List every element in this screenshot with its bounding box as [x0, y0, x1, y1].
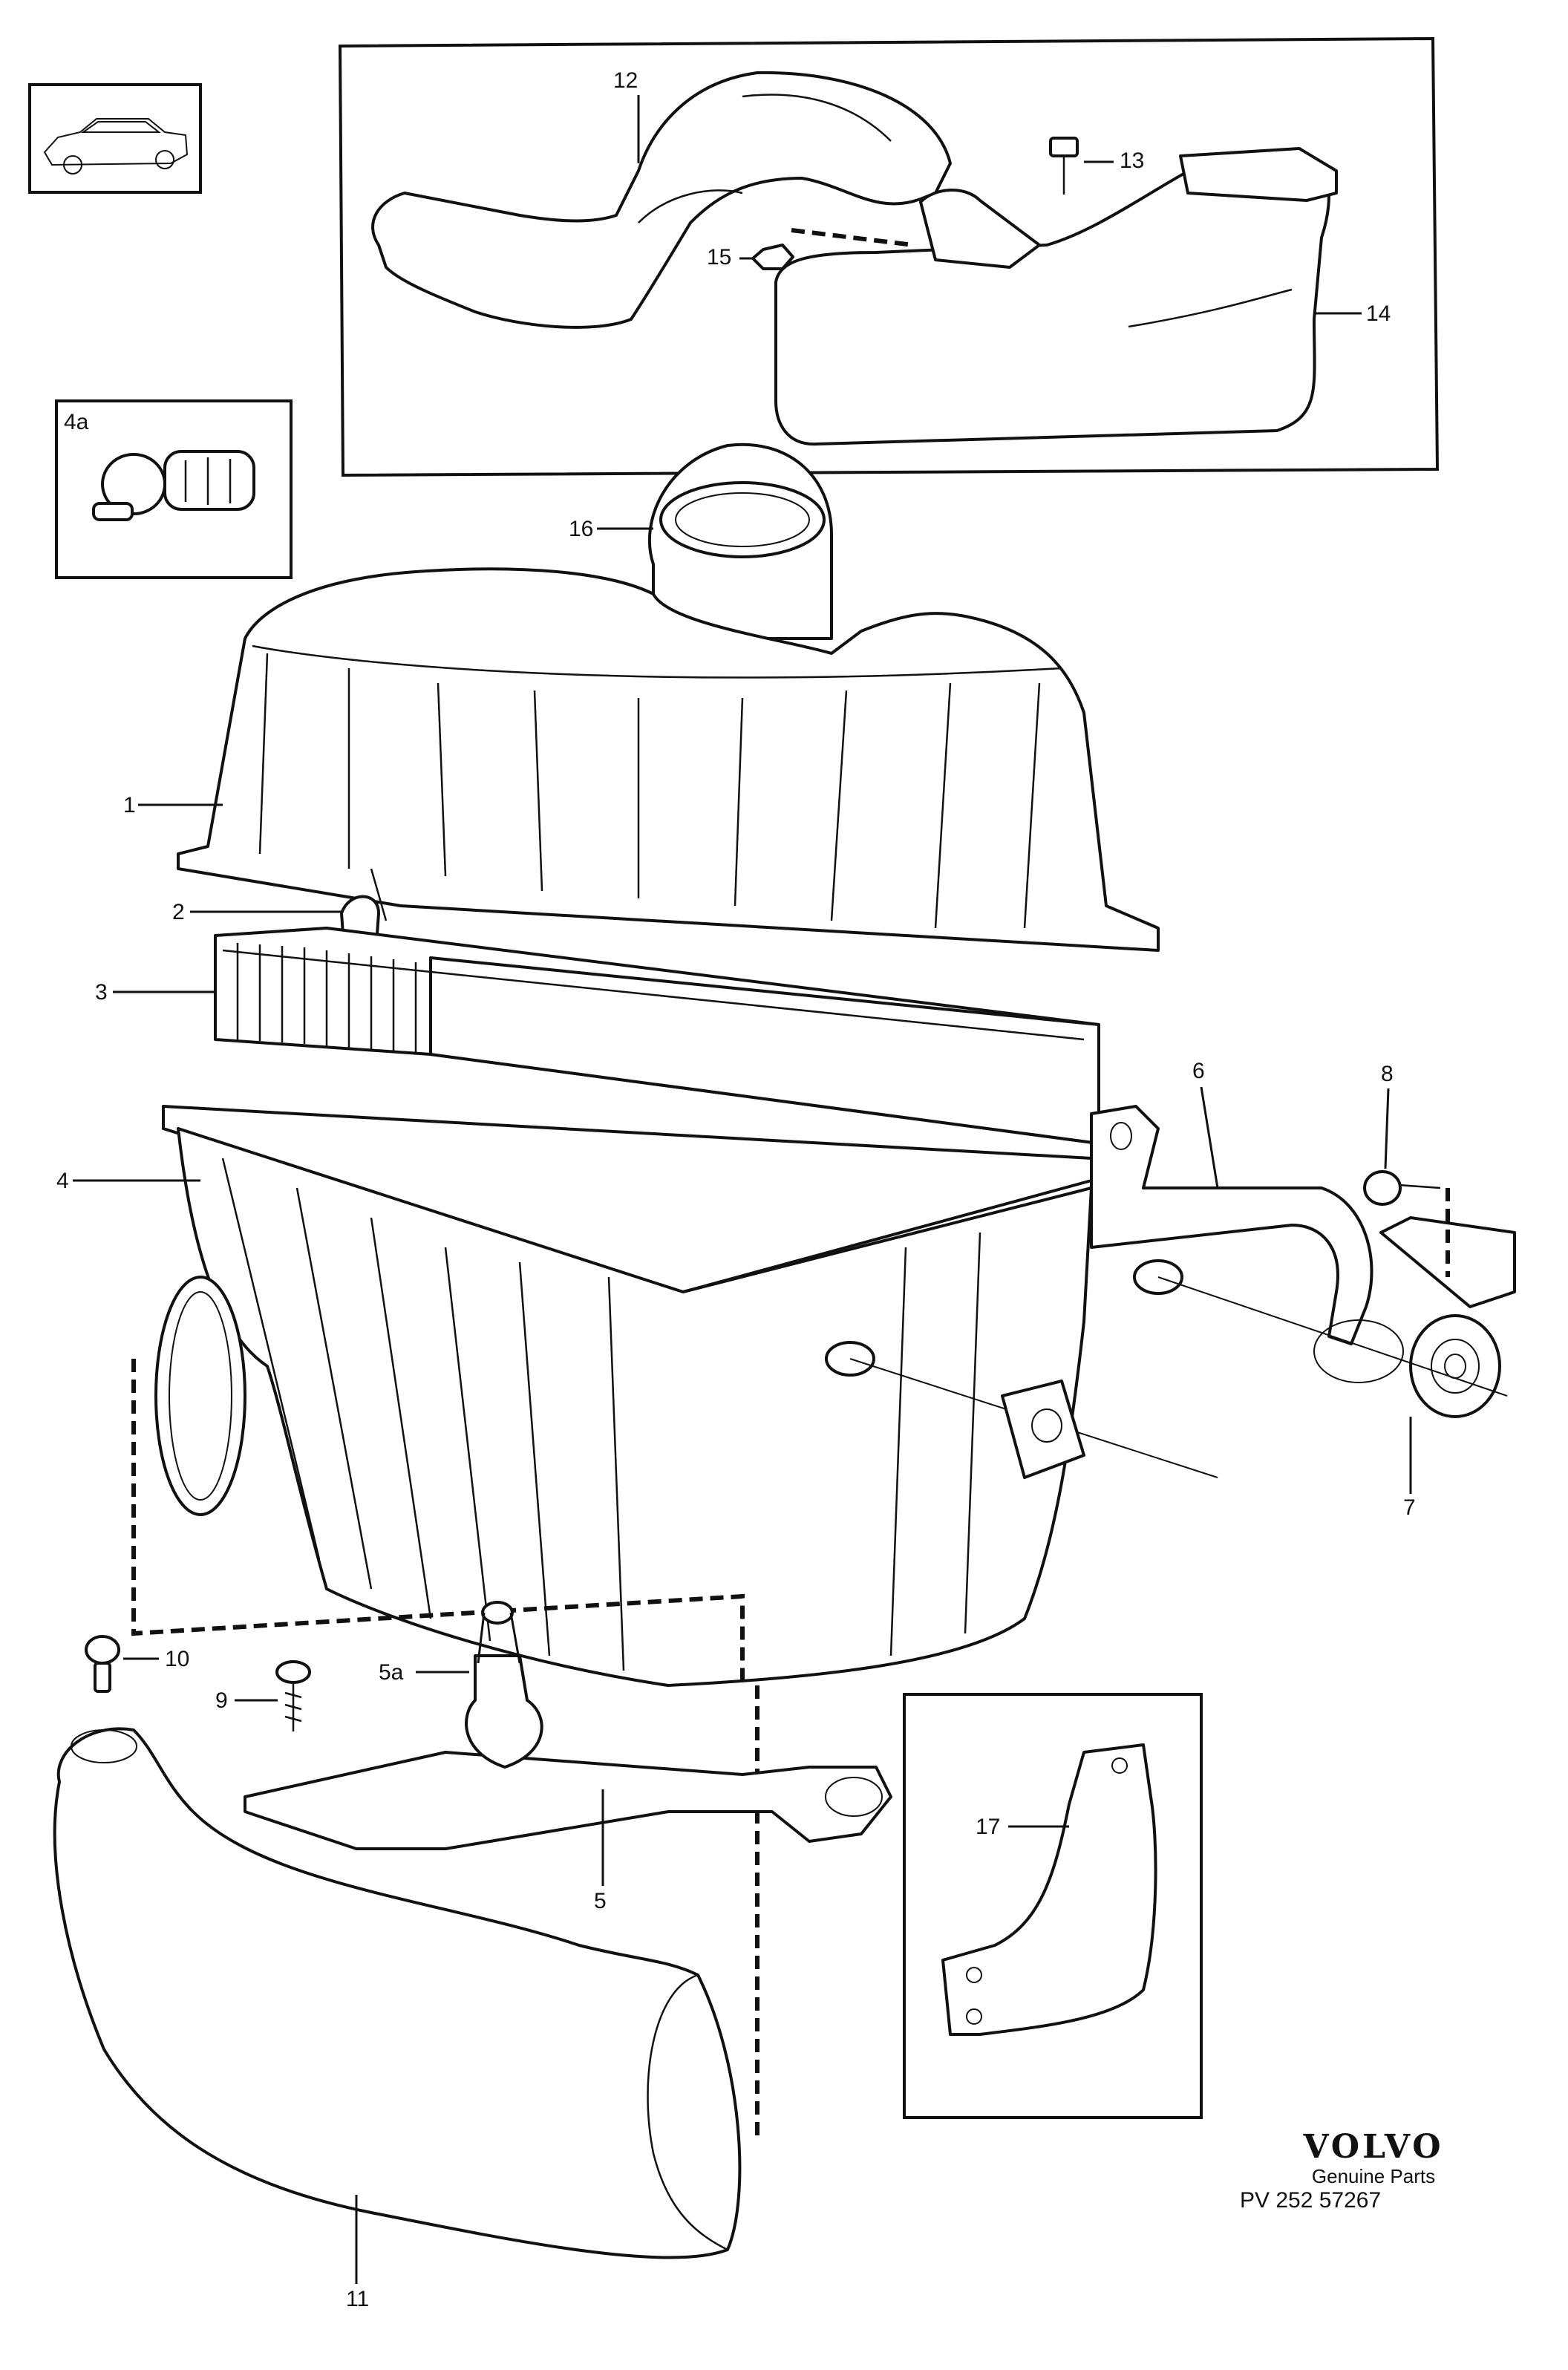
label-6: 6: [1192, 1059, 1205, 1083]
label-12: 12: [613, 68, 638, 93]
screw-9: [275, 1660, 311, 1731]
label-4: 4: [56, 1169, 69, 1193]
label-9: 9: [215, 1688, 228, 1713]
label-7: 7: [1403, 1495, 1416, 1520]
label-13: 13: [1120, 148, 1144, 173]
label-5: 5: [594, 1889, 607, 1913]
mount-5: [244, 1601, 892, 1850]
brand-subtitle: Genuine Parts: [1311, 2165, 1436, 2187]
label-1: 1: [123, 793, 136, 817]
label-14: 14: [1366, 301, 1391, 326]
label-17: 17: [976, 1815, 1000, 1839]
label-8: 8: [1381, 1062, 1394, 1086]
label-4a: 4a: [64, 410, 89, 434]
filter-3: [214, 927, 1100, 1145]
label-2: 2: [172, 900, 185, 924]
car-thumbnail-icon: [28, 83, 202, 194]
label-10: 10: [165, 1647, 189, 1671]
label-16: 16: [569, 517, 593, 541]
cover-1: [177, 567, 1160, 952]
bracket-17-inset: [903, 1693, 1203, 2119]
intake-inset: [338, 36, 1440, 477]
plug-10: [85, 1635, 120, 1693]
connector-4a-icon: [55, 399, 293, 579]
label-15: 15: [707, 245, 731, 270]
label-3: 3: [95, 980, 108, 1005]
label-11: 11: [346, 2287, 369, 2311]
brand-block: VOLVO Genuine Parts PV 252 57267: [1240, 2128, 1485, 2214]
duct-11: [53, 1727, 742, 2259]
housing-4: [154, 1105, 1516, 1687]
label-5a: 5a: [379, 1660, 404, 1685]
diagram-code: PV 252 57267: [1240, 2188, 1382, 2213]
hose-16: [647, 443, 833, 640]
volvo-logo: VOLVO: [1303, 2128, 1444, 2166]
